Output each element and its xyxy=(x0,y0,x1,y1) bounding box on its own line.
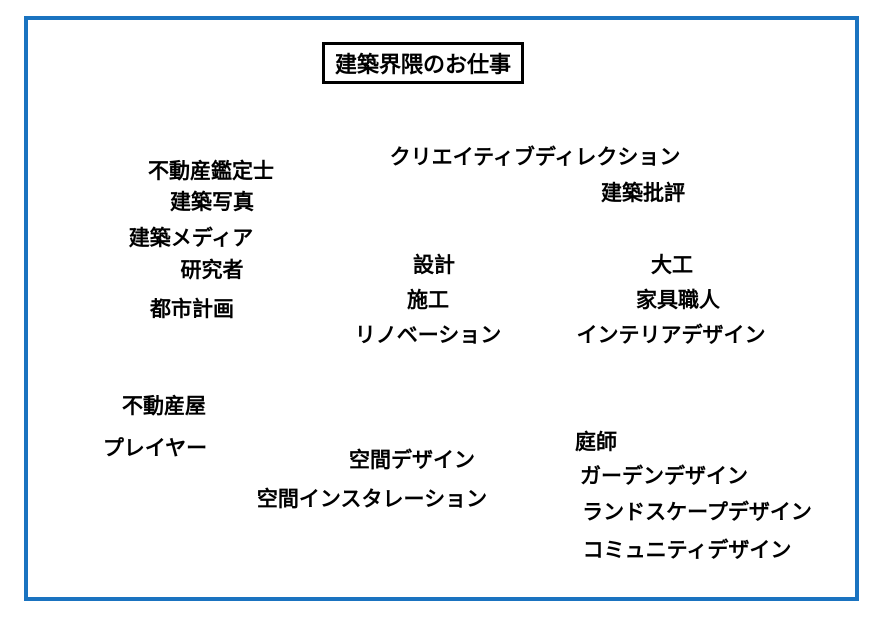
term-community-design: コミュニティデザイン xyxy=(582,538,792,562)
term-kukan-design: 空間デザイン xyxy=(349,448,475,472)
term-renovation: リノベーション xyxy=(354,323,502,347)
term-creative-direction: クリエイティブディレクション xyxy=(389,145,681,169)
term-kagu-shokunin: 家具職人 xyxy=(636,288,720,312)
term-niwashi: 庭師 xyxy=(575,430,617,454)
term-kenchiku-media: 建築メディア xyxy=(128,226,254,250)
term-kenchiku-shashin: 建築写真 xyxy=(170,190,254,214)
term-seko: 施工 xyxy=(407,288,449,312)
term-fudosan-kanteishi: 不動産鑑定士 xyxy=(148,159,274,183)
term-landscape-design: ランドスケープデザイン xyxy=(582,500,812,524)
term-interior-design: インテリアデザイン xyxy=(576,323,766,347)
term-kukan-installation: 空間インスタレーション xyxy=(256,487,488,511)
term-player: プレイヤー xyxy=(102,436,208,460)
term-kenkyusha: 研究者 xyxy=(180,258,244,282)
term-daiku: 大工 xyxy=(651,253,693,277)
diagram-frame xyxy=(24,16,859,601)
term-sekkei: 設計 xyxy=(413,253,455,277)
term-toshi-keikaku: 都市計画 xyxy=(150,297,234,321)
term-garden-design: ガーデンデザイン xyxy=(580,464,748,488)
term-kenchiku-hihyo: 建築批評 xyxy=(601,181,685,205)
term-fudosanya: 不動産屋 xyxy=(122,394,206,418)
diagram-title: 建築界隈のお仕事 xyxy=(322,42,525,84)
